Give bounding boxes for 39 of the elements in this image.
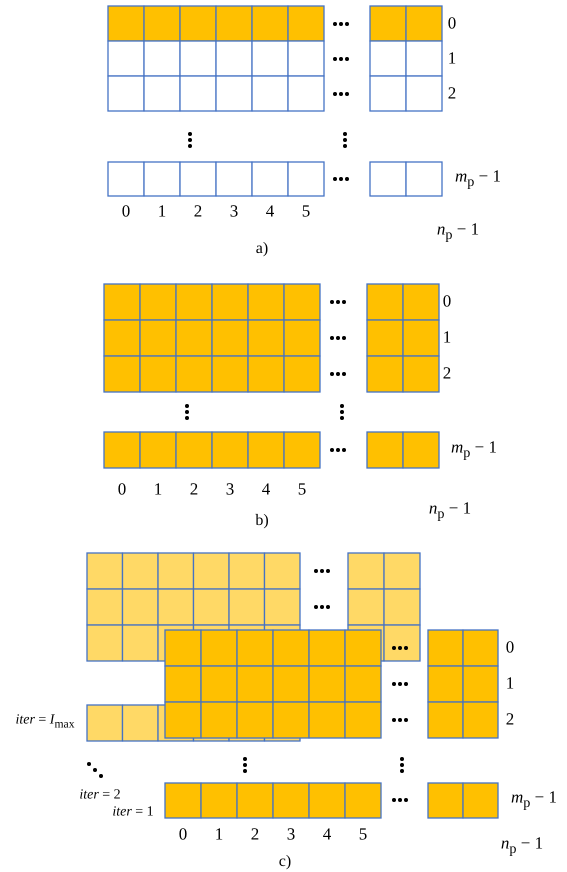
row-index: 0 bbox=[506, 638, 514, 658]
row-index: 0 bbox=[448, 14, 456, 34]
panel-caption: c) bbox=[278, 854, 292, 870]
row-index: 2 bbox=[506, 710, 514, 730]
column-index: 1 bbox=[158, 202, 166, 222]
column-index: n$_{p}$ − 1 bbox=[436, 220, 480, 244]
column-index: 4 bbox=[266, 202, 274, 222]
column-index: 4 bbox=[322, 826, 332, 844]
column-index: 5 bbox=[298, 480, 306, 500]
iteration-label: iter = I$_{max}$ bbox=[15, 712, 75, 732]
column-index: 4 bbox=[262, 480, 270, 500]
column-index: 3 bbox=[226, 480, 234, 500]
column-index: 2 bbox=[250, 826, 260, 844]
panel-caption: a) bbox=[256, 241, 268, 257]
row-index: m$_{p}$ − 1 bbox=[511, 788, 557, 812]
iteration-label: iter = 2 bbox=[79, 787, 121, 803]
column-index: 0 bbox=[122, 202, 130, 222]
column-index: 1 bbox=[154, 480, 162, 500]
row-index: 0 bbox=[442, 292, 452, 312]
row-index: 1 bbox=[506, 674, 514, 694]
column-index: 3 bbox=[286, 826, 296, 844]
column-index: n$_{p}$ − 1 bbox=[428, 500, 472, 522]
column-index: 1 bbox=[214, 826, 224, 844]
iteration-label: iter = 1 bbox=[112, 804, 154, 820]
row-index: 1 bbox=[442, 328, 452, 348]
row-index: m$_{p}$ − 1 bbox=[455, 168, 501, 190]
column-index: 5 bbox=[302, 202, 310, 222]
column-index: n$_{p}$ − 1 bbox=[500, 834, 544, 858]
column-index: 0 bbox=[178, 826, 188, 844]
row-index: 2 bbox=[448, 84, 456, 104]
column-index: 3 bbox=[230, 202, 238, 222]
row-index: 2 bbox=[442, 364, 452, 384]
column-index: 2 bbox=[194, 202, 202, 222]
column-index: 0 bbox=[118, 480, 126, 500]
row-index: 1 bbox=[448, 50, 456, 68]
row-index: m$_{p}$ − 1 bbox=[451, 438, 497, 462]
column-index: 5 bbox=[358, 826, 368, 844]
panel-caption: b) bbox=[255, 513, 269, 529]
column-index: 2 bbox=[190, 480, 198, 500]
